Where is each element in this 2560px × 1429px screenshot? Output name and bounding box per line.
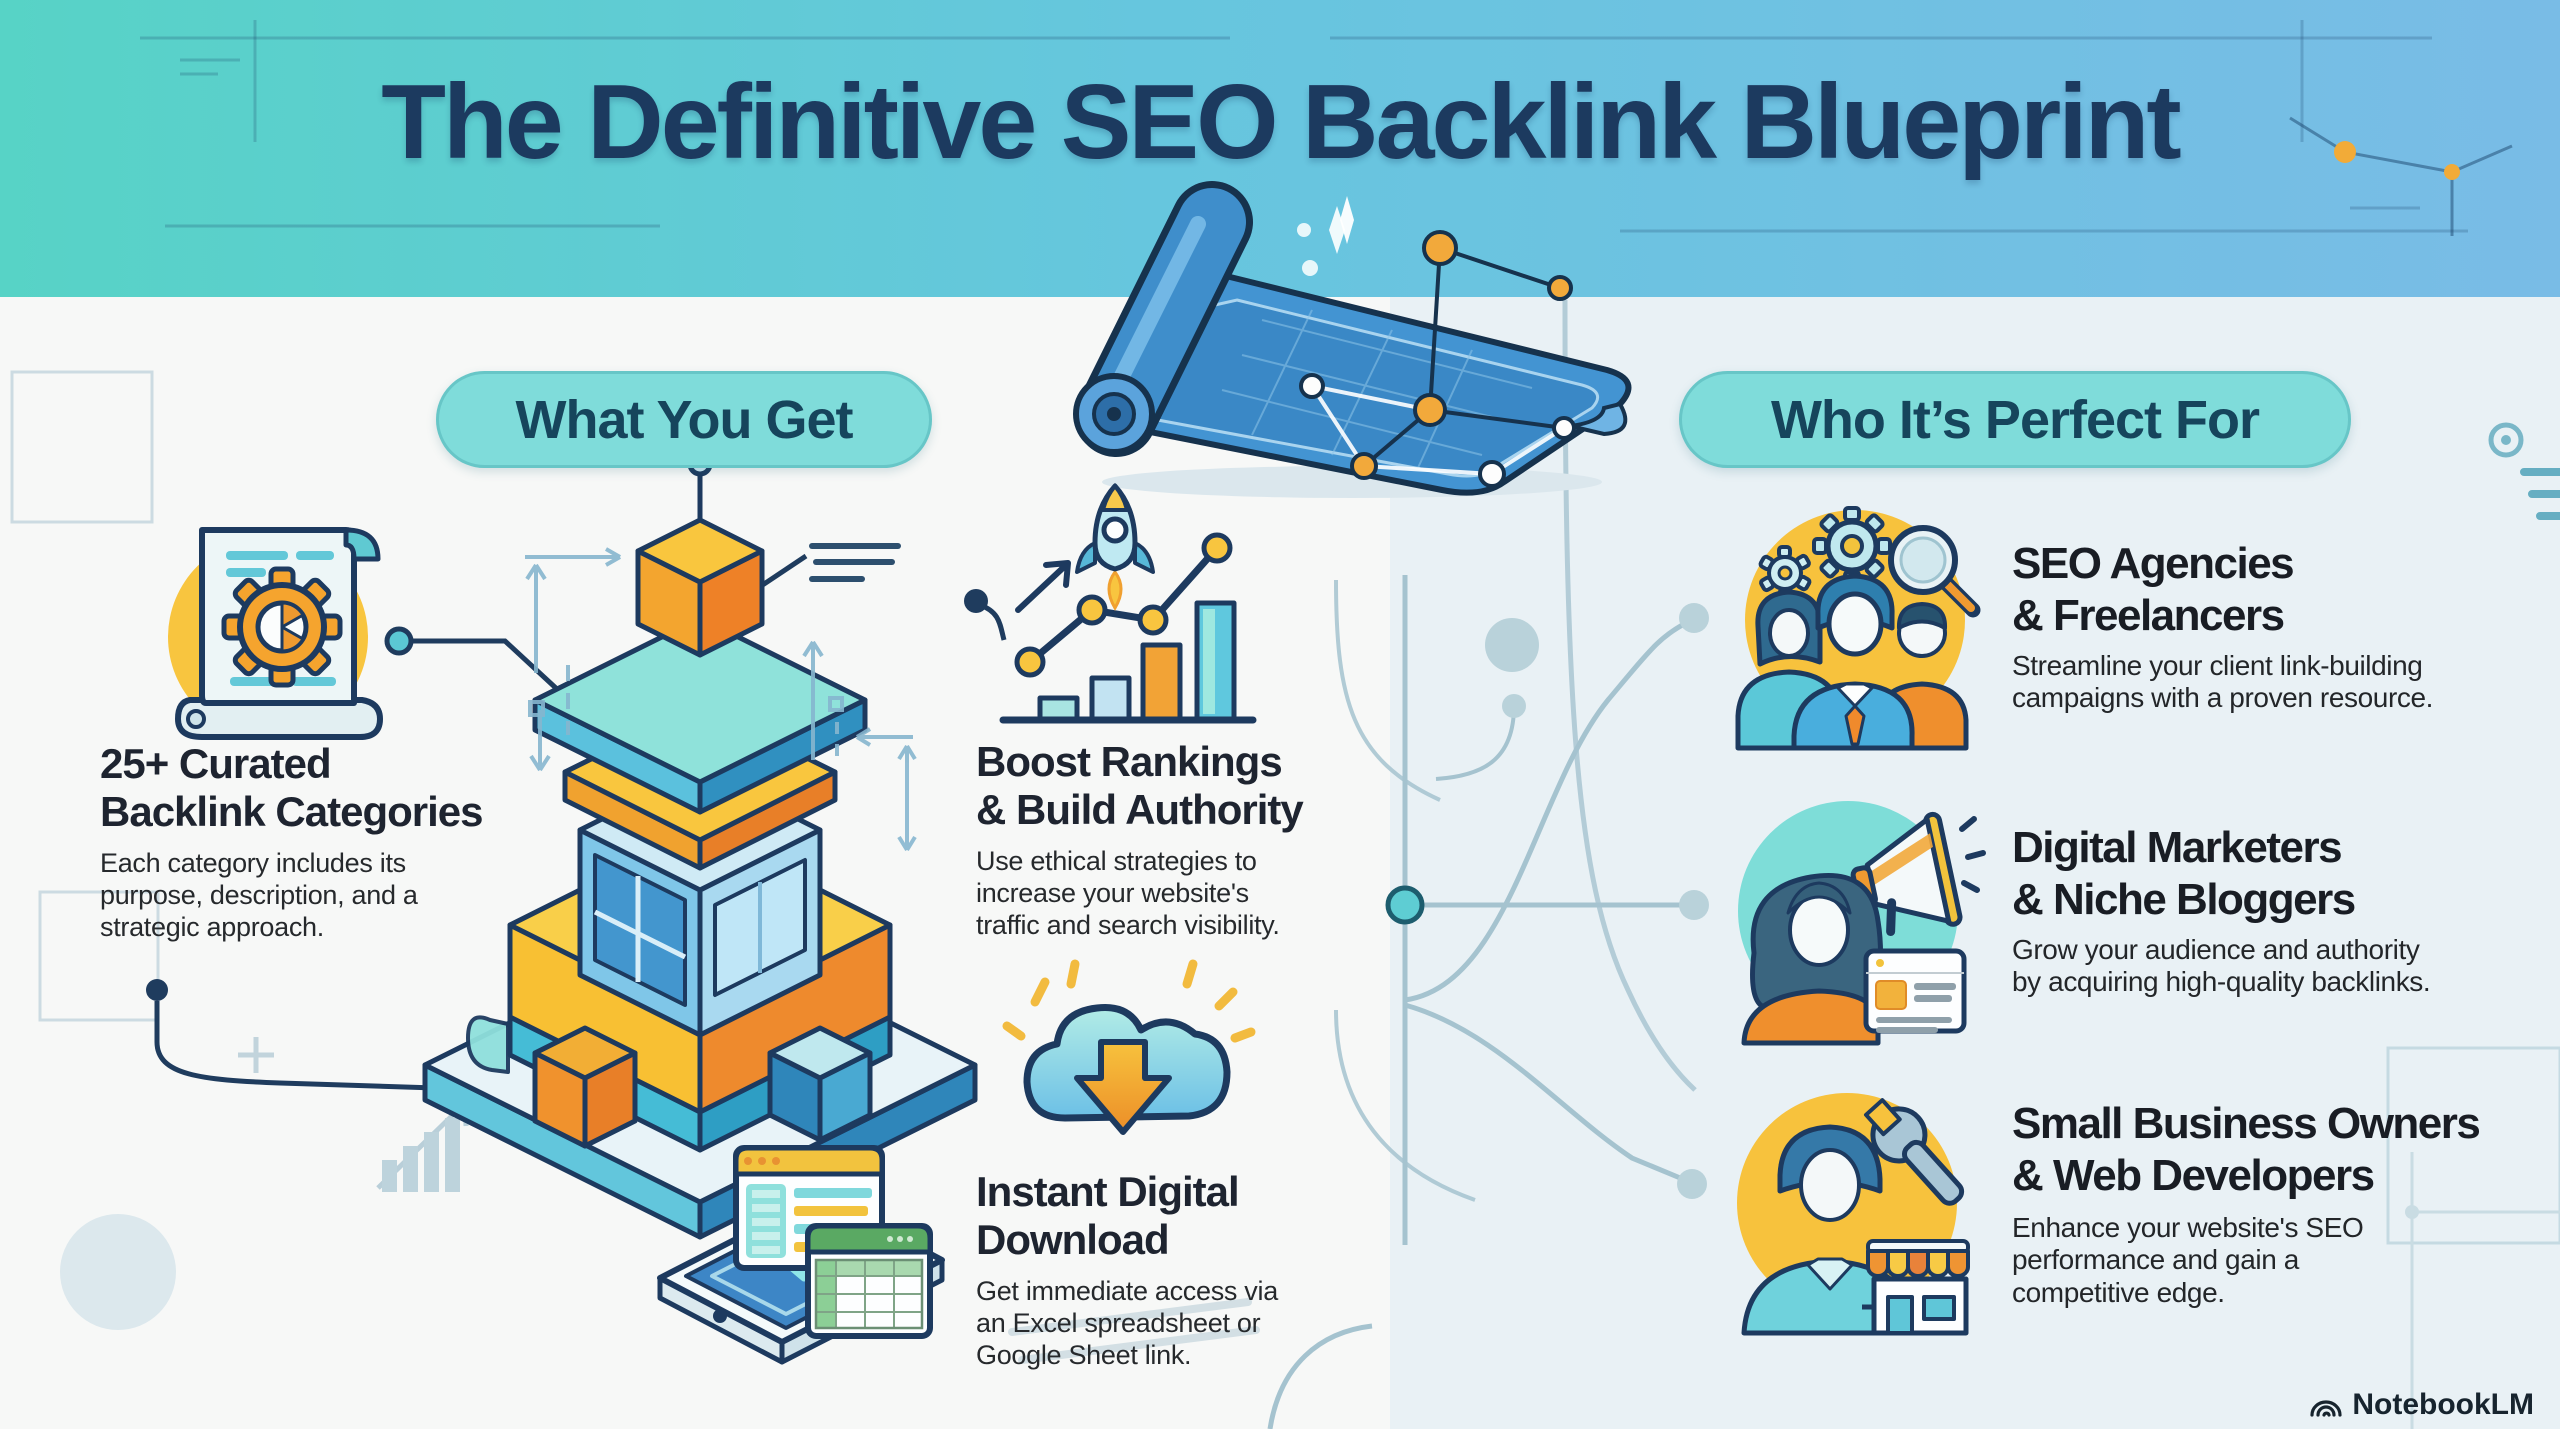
hub-node (1385, 885, 1425, 925)
wrench-glyph (1864, 1098, 1965, 1206)
branch-dot (1677, 1169, 1707, 1199)
what-you-get-label: What You Get (515, 389, 854, 450)
connector-dot (146, 979, 168, 1001)
audience-desc-digital-marketers: Grow your audience and authority by acqu… (2012, 934, 2431, 998)
audience-title-seo-agencies: SEO Agencies & Freelancers (2012, 539, 2295, 640)
branch-dot (1679, 890, 1709, 920)
watermark: NotebookLM (2308, 1388, 2534, 1422)
audience-title-digital-marketers: Digital Marketers & Niche Bloggers (2012, 823, 2356, 924)
decor-circle (1485, 618, 1539, 672)
storefront-glyph (1866, 1239, 1970, 1336)
feature-desc-backlink-categories: Each category includes its purpose, desc… (100, 848, 418, 942)
owner-wrench-storefront-icon (1737, 1093, 1970, 1336)
hamburger-marks (809, 543, 901, 582)
header-network-dots (2289, 116, 2513, 236)
background-doodles (10, 370, 2560, 1429)
decor-circle (1502, 694, 1526, 718)
rocket-growth-chart-icon (999, 482, 1257, 724)
who-its-perfect-for-badge: Who It’s Perfect For (1679, 371, 2351, 468)
header-blueprint-lines (140, 20, 2468, 233)
header-band (0, 0, 2560, 297)
connector-dot (964, 589, 988, 613)
page-title: The Definitive SEO Backlink Blueprint (381, 63, 2181, 181)
header-dot (1302, 260, 1318, 276)
cloud-download-icon (1002, 959, 1256, 1135)
feature-title-boost-rankings: Boost Rankings & Build Authority (976, 738, 1304, 834)
notebooklm-logo-icon (2310, 1400, 2342, 1417)
blueprint-network (1299, 230, 1576, 488)
connector-dot-teal (384, 626, 414, 656)
feature-desc-boost-rankings: Use ethical strategies to increase your … (976, 846, 1280, 940)
building-blocks-illustration (422, 451, 978, 1240)
tablet-spreadsheet-illustration (657, 1145, 945, 1365)
watermark-label: NotebookLM (2352, 1388, 2534, 1421)
megaphone-glyph (1850, 811, 1963, 937)
scroll-gear-icon (168, 527, 383, 740)
audience-desc-small-business: Enhance your website's SEO performance a… (2012, 1212, 2364, 1308)
who-its-perfect-for-label: Who It’s Perfect For (1770, 389, 2260, 450)
rocket-glyph (1075, 482, 1155, 611)
blueprint-scroll-illustration (1073, 181, 1632, 498)
branch-dot (1679, 603, 1709, 633)
audience-title-small-business: Small Business Owners & Web Developers (2012, 1099, 2481, 1200)
blog-card-glyph (1863, 948, 1967, 1034)
feature-title-backlink-categories: 25+ Curated Backlink Categories (100, 740, 484, 836)
feature-desc-instant-download: Get immediate access via an Excel spread… (976, 1276, 1278, 1370)
feature-title-instant-download: Instant Digital Download (976, 1168, 1240, 1264)
team-gears-magnifier-icon (1735, 506, 1981, 751)
marketer-megaphone-icon (1738, 801, 1986, 1046)
spreadsheet-window (805, 1223, 933, 1339)
audience-desc-seo-agencies: Streamline your client link-building cam… (2012, 650, 2434, 714)
what-you-get-badge: What You Get (436, 371, 932, 468)
